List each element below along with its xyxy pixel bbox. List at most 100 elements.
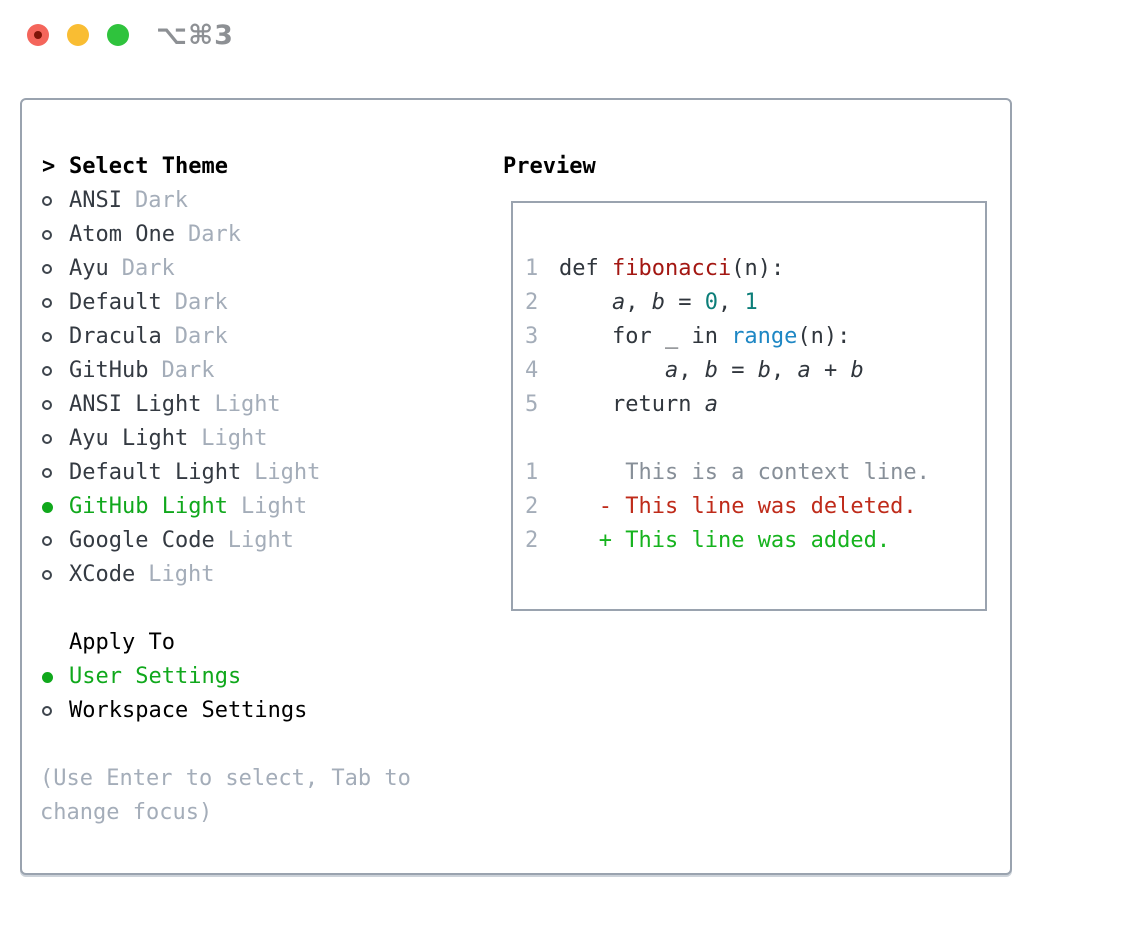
hint-line-2: change focus) <box>40 800 213 825</box>
radio-icon <box>40 230 69 240</box>
select-theme-header: > Select Theme <box>40 150 411 184</box>
code-token: b <box>651 290 665 315</box>
code-token: (n): <box>797 324 851 349</box>
line-number: 1 <box>525 460 539 485</box>
theme-option-ayu-dark[interactable]: Ayu Dark <box>40 252 411 286</box>
radio-icon <box>40 536 69 546</box>
radio-icon <box>40 706 69 716</box>
theme-option-ansi-light[interactable]: ANSI Light Light <box>40 388 411 422</box>
theme-variant: Dark <box>161 358 215 383</box>
code-line: 5 return a <box>525 388 985 422</box>
theme-option-dracula-dark[interactable]: Dracula Dark <box>40 320 411 354</box>
theme-variant: Dark <box>174 324 228 349</box>
theme-variant: Light <box>148 562 215 587</box>
radio-icon <box>40 196 69 206</box>
code-token: range <box>731 324 798 349</box>
theme-list: > Select Theme ANSI Dark Atom One Dark A… <box>40 150 411 830</box>
code-token: fibonacci <box>611 256 732 281</box>
code-token <box>559 358 665 383</box>
line-number: 5 <box>525 392 539 417</box>
apply-option-user-settings[interactable]: User Settings <box>40 660 411 694</box>
code-token: (n): <box>731 256 785 281</box>
line-number: 2 <box>525 290 539 315</box>
theme-option-atom-one-dark[interactable]: Atom One Dark <box>40 218 411 252</box>
code-token: + <box>810 358 851 383</box>
diff-context-line: 1 This is a context line. <box>525 456 985 490</box>
code-token: , <box>625 290 652 315</box>
theme-name: Ayu <box>69 256 109 281</box>
code-token: , <box>717 290 745 315</box>
code-token: , <box>770 358 798 383</box>
theme-selector-panel: > Select Theme ANSI Dark Atom One Dark A… <box>20 98 1012 875</box>
theme-option-ayu-light[interactable]: Ayu Light Light <box>40 422 411 456</box>
line-number: 4 <box>525 358 539 383</box>
spacer <box>40 592 411 626</box>
diff-deleted-line: 2 - This line was deleted. <box>525 490 985 524</box>
code-token: b <box>757 358 771 383</box>
apply-to-title: Apply To <box>69 630 175 655</box>
theme-option-github-dark[interactable]: GitHub Dark <box>40 354 411 388</box>
code-token: a <box>664 358 679 383</box>
theme-name: Google Code <box>69 528 215 553</box>
code-token: a <box>611 290 626 315</box>
theme-name: ANSI Light <box>69 392 202 417</box>
zoom-button[interactable] <box>107 24 129 46</box>
theme-name: GitHub Light <box>69 494 228 519</box>
code-token: return <box>559 392 705 417</box>
radio-icon <box>40 468 69 478</box>
diff-token: - This line was deleted. <box>598 494 917 519</box>
theme-option-default-light[interactable]: Default Light Light <box>40 456 411 490</box>
theme-variant: Dark <box>121 256 175 281</box>
diff-token <box>559 494 599 519</box>
code-token: a <box>704 392 718 417</box>
apply-option-label: User Settings <box>69 664 242 689</box>
theme-name: XCode <box>69 562 136 587</box>
radio-icon <box>40 570 69 580</box>
close-button[interactable] <box>27 24 49 46</box>
radio-icon <box>40 366 69 376</box>
theme-variant: Dark <box>187 222 241 247</box>
preview-title: Preview <box>503 154 596 179</box>
theme-variant: Light <box>240 494 308 519</box>
theme-variant: Light <box>201 426 268 451</box>
title-bar: ⌥⌘3 <box>0 0 1140 70</box>
diff-token: + This line was added. <box>598 528 891 553</box>
apply-to-header: Apply To <box>40 626 411 660</box>
apply-option-label: Workspace Settings <box>69 698 308 723</box>
code-line: 4 a, b = b, a + b <box>525 354 985 388</box>
diff-token <box>559 528 599 553</box>
traffic-lights <box>27 24 129 46</box>
code-token: 1 <box>744 290 758 315</box>
code-token: , <box>678 358 705 383</box>
code-line: 2 a, b = 0, 1 <box>525 286 985 320</box>
theme-option-xcode-light[interactable]: XCode Light <box>40 558 411 592</box>
theme-option-google-code-light[interactable]: Google Code Light <box>40 524 411 558</box>
theme-name: ANSI <box>69 188 122 213</box>
code-token: a <box>797 358 811 383</box>
minimize-button[interactable] <box>67 24 89 46</box>
hint-line-1: (Use Enter to select, Tab to <box>40 766 411 791</box>
radio-icon <box>40 264 69 274</box>
line-number: 1 <box>525 256 539 281</box>
radio-icon <box>40 298 69 308</box>
theme-name: Default Light <box>69 460 242 485</box>
theme-option-ansi-dark[interactable]: ANSI Dark <box>40 184 411 218</box>
radio-selected-icon <box>40 501 69 513</box>
theme-option-github-light-selected[interactable]: GitHub Light Light <box>40 490 411 524</box>
diff-added-line: 2 + This line was added. <box>525 524 985 558</box>
theme-name: Default <box>69 290 162 315</box>
theme-name: Dracula <box>69 324 162 349</box>
radio-icon <box>40 332 69 342</box>
theme-option-default-dark[interactable]: Default Dark <box>40 286 411 320</box>
theme-name: Atom One <box>69 222 175 247</box>
radio-selected-icon <box>40 671 69 683</box>
code-line: 3 for _ in range(n): <box>525 320 985 354</box>
apply-option-workspace-settings[interactable]: Workspace Settings <box>40 694 411 728</box>
code-token: for _ in <box>559 324 732 349</box>
select-theme-title: Select Theme <box>69 154 228 179</box>
theme-name: GitHub <box>69 358 149 383</box>
